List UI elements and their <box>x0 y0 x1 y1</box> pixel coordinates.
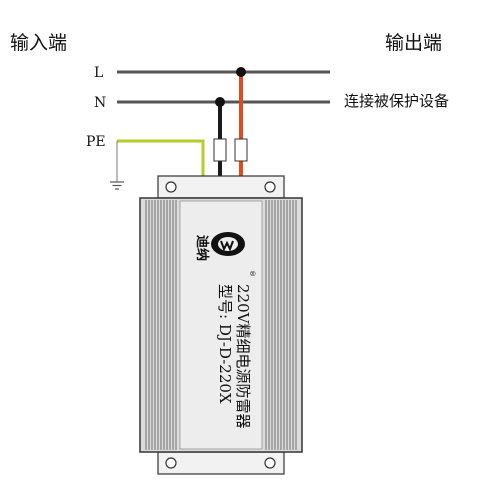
registered-mark: ® <box>248 270 256 277</box>
ground-symbol-icon <box>110 181 124 190</box>
right-ribs <box>265 200 297 450</box>
pe-line-label: PE <box>86 134 106 150</box>
n-line-label: N <box>94 95 106 111</box>
neutral-fuse <box>213 138 227 162</box>
model-number-text: 型号: DJ-D-220X <box>216 284 234 404</box>
l-junction-dot <box>236 67 246 77</box>
left-ribs <box>145 200 177 450</box>
mount-hole-top-left <box>165 181 177 193</box>
output-end-label: 输出端 <box>385 32 442 54</box>
surge-protector-device: 迪纳 ® 220V精细电源防雷器 型号: DJ-D-220X <box>139 175 303 475</box>
brand-text: 迪纳 <box>194 235 210 261</box>
connect-protected-device-label: 连接被保护设备 <box>344 92 449 110</box>
live-fuse <box>234 138 248 162</box>
n-junction-dot <box>215 97 225 107</box>
l-line-label: L <box>94 65 103 81</box>
mount-hole-bottom-left <box>165 457 177 469</box>
mount-hole-top-right <box>264 181 276 193</box>
brand-logo-icon <box>211 232 245 256</box>
product-name-text: 220V精细电源防雷器 <box>234 284 252 428</box>
input-end-label: 输入端 <box>10 32 67 54</box>
mount-hole-bottom-right <box>264 457 276 469</box>
